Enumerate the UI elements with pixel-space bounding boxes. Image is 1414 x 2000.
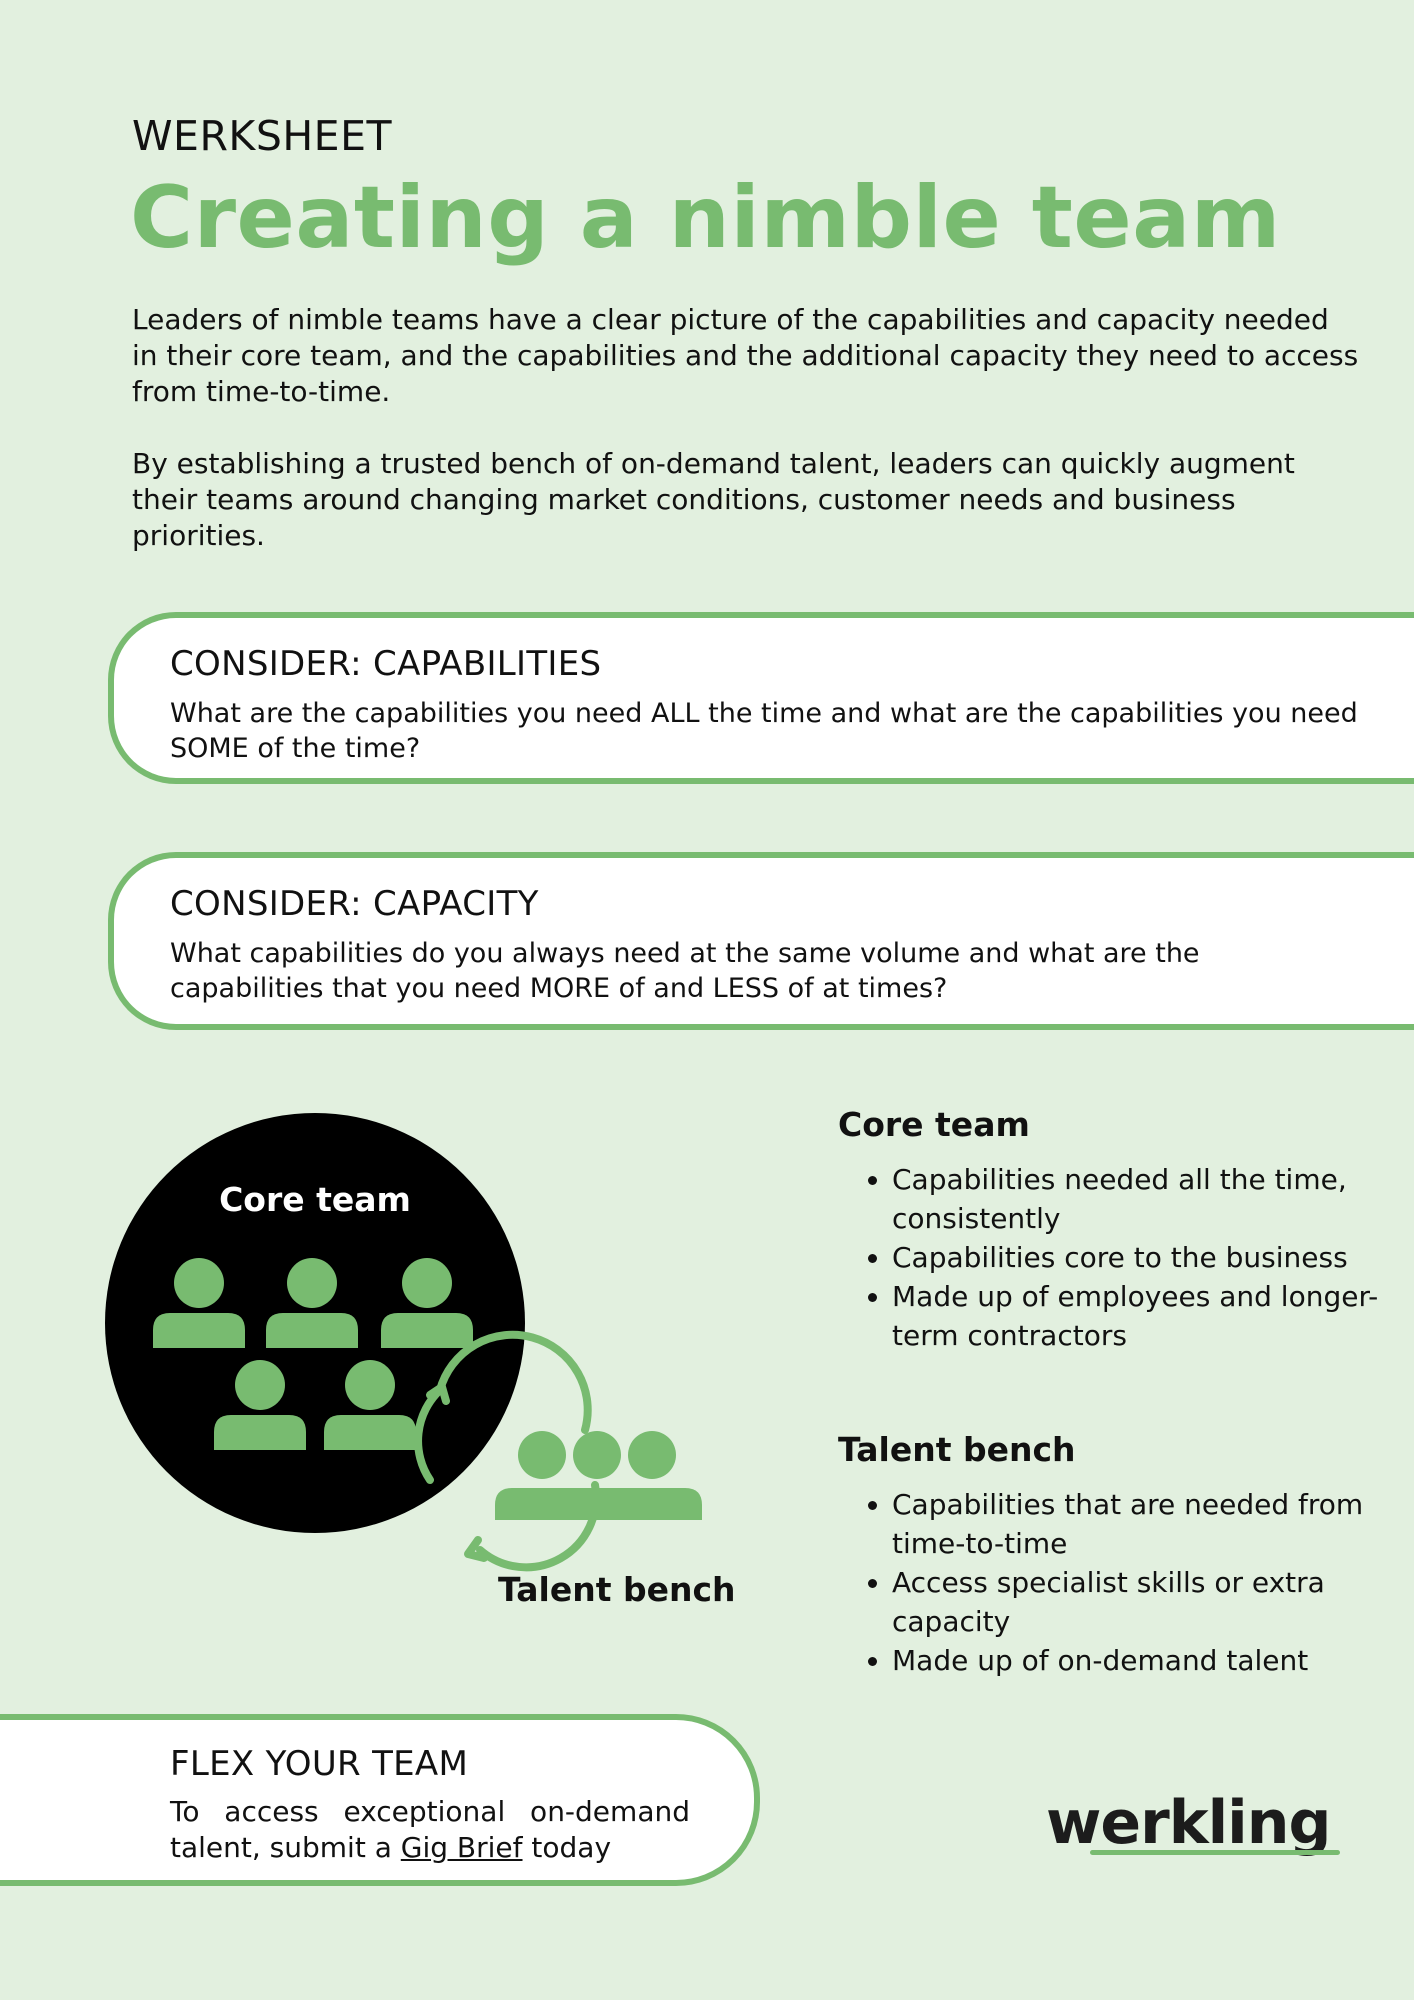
list-item: Capabilities that are needed from time-t… <box>892 1485 1382 1563</box>
list-item: Made up of employees and longer-term con… <box>892 1277 1382 1355</box>
page-title: Creating a nimble team <box>130 168 1281 268</box>
core-team-heading: Core team <box>838 1105 1030 1144</box>
intro-paragraph-2: By establishing a trusted bench of on-de… <box>132 447 1295 552</box>
capabilities-card: CONSIDER: CAPABILITIES What are the capa… <box>108 612 1414 784</box>
capacity-question: What capabilities do you always need at … <box>170 938 1200 1004</box>
worksheet-kicker: WERKSHEET <box>132 112 393 160</box>
core-team-list: Capabilities needed all the time, consis… <box>892 1160 1382 1355</box>
talent-bench-list: Capabilities that are needed from time-t… <box>892 1485 1382 1680</box>
talent-bench-label: Talent bench <box>498 1570 736 1609</box>
talent-bench-people-icon <box>495 1431 702 1520</box>
flex-your-team-card: FLEX YOUR TEAM To access exceptional on-… <box>0 1714 760 1886</box>
flex-heading: FLEX YOUR TEAM <box>170 1744 469 1784</box>
list-item: Capabilities needed all the time, consis… <box>892 1160 1382 1238</box>
talent-bench-heading: Talent bench <box>838 1430 1076 1469</box>
gig-brief-link[interactable]: Gig Brief <box>400 1831 523 1864</box>
team-diagram <box>105 1113 702 1572</box>
logo-wordmark: werkling <box>1046 1788 1331 1858</box>
intro-paragraph-1: Leaders of nimble teams have a clear pic… <box>132 303 1359 408</box>
core-team-people-icon <box>153 1258 473 1450</box>
list-item: Access specialist skills or extra capaci… <box>892 1563 1382 1641</box>
logo-underline <box>1090 1850 1340 1855</box>
capacity-heading: CONSIDER: CAPACITY <box>170 884 539 924</box>
werkling-logo: werkling <box>1046 1788 1340 1858</box>
flex-body-text: To access exceptional on-demand talent, … <box>170 1795 690 1864</box>
list-item: Capabilities core to the business <box>892 1238 1382 1277</box>
capacity-card: CONSIDER: CAPACITY What capabilities do … <box>108 852 1414 1030</box>
list-item: Made up of on-demand talent <box>892 1641 1382 1680</box>
flex-body: To access exceptional on-demand talent, … <box>170 1794 690 1866</box>
flex-body-suffix: today <box>522 1831 612 1864</box>
capabilities-heading: CONSIDER: CAPABILITIES <box>170 644 602 684</box>
core-team-label: Core team <box>219 1180 411 1219</box>
capabilities-question: What are the capabilities you need ALL t… <box>170 698 1358 764</box>
